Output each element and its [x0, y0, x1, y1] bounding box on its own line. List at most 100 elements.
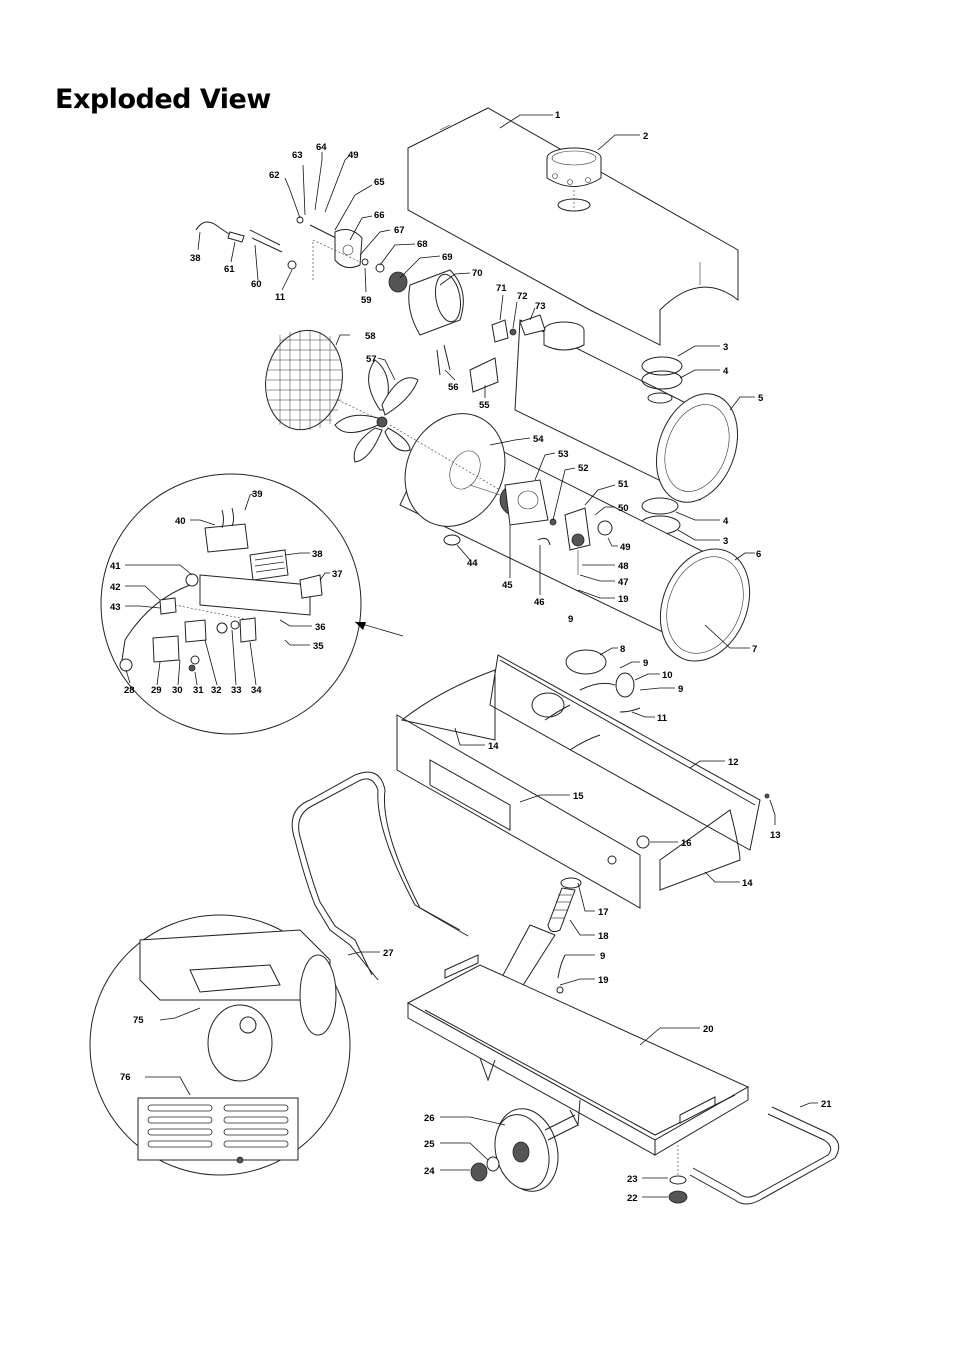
callout-label: 18	[598, 931, 609, 942]
callout-label: 35	[313, 641, 324, 652]
callout-label: 39	[252, 489, 263, 500]
callout-label: 33	[231, 685, 242, 696]
callout-label: 17	[598, 907, 609, 918]
callout-label: 42	[110, 582, 121, 593]
callout-label: 51	[618, 479, 629, 490]
callout-label: 2	[643, 131, 648, 142]
callout-label: 56	[448, 382, 459, 393]
control-detail-circle	[100, 473, 404, 735]
callout-label: 11	[657, 713, 668, 724]
page-title: Exploded View	[55, 84, 271, 115]
callout-label: 43	[110, 602, 121, 613]
combustion-chamber	[514, 319, 739, 535]
callout-label: 59	[361, 295, 372, 306]
callout-label: 15	[573, 791, 584, 802]
callout-label: 22	[627, 1193, 638, 1204]
rear-leg	[689, 1106, 840, 1205]
callout-label: 12	[728, 757, 739, 768]
callout-label: 14	[488, 741, 499, 752]
callout-label: 6	[756, 549, 761, 560]
callout-label: 73	[535, 301, 546, 312]
callout-label: 64	[316, 142, 327, 153]
outer-shell	[399, 413, 751, 662]
callout-label: 68	[417, 239, 428, 250]
callout-label: 11	[275, 292, 286, 303]
callout-labels: 1 2 3 4 5 4 3 6 7 8 9 10 9 11 12 13 14 1…	[110, 110, 832, 1204]
callout-label: 38	[190, 253, 201, 264]
callout-label: 62	[269, 170, 280, 181]
callout-label: 16	[681, 838, 692, 849]
bottom-detail-circle	[89, 914, 351, 1176]
callout-label: 31	[193, 685, 204, 696]
callout-label: 24	[424, 1166, 435, 1177]
callout-label: 29	[151, 685, 162, 696]
tank-base	[406, 954, 750, 1156]
callout-label: 37	[332, 569, 343, 580]
callout-label: 21	[821, 1099, 832, 1110]
callout-label: 66	[374, 210, 385, 221]
callout-label: 9	[600, 951, 605, 962]
callout-label: 5	[758, 393, 764, 404]
callout-label: 67	[394, 225, 405, 236]
callout-label: 38	[312, 549, 323, 560]
callout-label: 50	[618, 503, 629, 514]
callout-label: 30	[172, 685, 183, 696]
callout-label: 28	[124, 685, 135, 696]
callout-label: 19	[598, 975, 609, 986]
callout-label: 52	[578, 463, 589, 474]
leader-lines	[125, 114, 818, 1198]
fan-blade	[334, 359, 419, 463]
callout-label: 13	[770, 830, 781, 841]
callout-label: 61	[224, 264, 235, 275]
fill-neck	[494, 877, 582, 994]
callout-label: 4	[723, 516, 729, 527]
callout-label: 72	[517, 291, 528, 302]
callout-label: 49	[348, 150, 359, 161]
callout-label: 4	[723, 366, 729, 377]
callout-label: 32	[211, 685, 222, 696]
callout-label: 76	[120, 1072, 131, 1083]
callout-label: 69	[442, 252, 453, 263]
callout-label: 20	[703, 1024, 714, 1035]
callout-label: 9	[678, 684, 683, 695]
callout-label: 54	[533, 434, 544, 445]
callout-label: 45	[502, 580, 513, 591]
callout-label: 41	[110, 561, 121, 572]
callout-label: 57	[366, 354, 377, 365]
callout-label: 71	[496, 283, 507, 294]
callout-label: 14	[742, 878, 753, 889]
callout-label: 40	[175, 516, 186, 527]
callout-label: 23	[627, 1174, 638, 1185]
burner-parts	[195, 216, 546, 393]
callout-label: 1	[555, 110, 561, 121]
callout-label: 25	[424, 1139, 435, 1150]
callout-label: 60	[251, 279, 262, 290]
callout-label: 19	[618, 594, 629, 605]
handle	[291, 771, 469, 981]
callout-label: 34	[251, 685, 262, 696]
tank-upper-panels	[396, 649, 770, 909]
callout-label: 36	[315, 622, 326, 633]
wheel-assembly	[470, 1108, 688, 1204]
callout-label: 55	[479, 400, 490, 411]
callout-label: 63	[292, 150, 303, 161]
callout-label: 70	[472, 268, 483, 279]
callout-label: 46	[534, 597, 545, 608]
callout-label: 48	[618, 561, 629, 572]
callout-label: 3	[723, 536, 728, 547]
callout-label: 75	[133, 1015, 144, 1026]
callout-label: 9	[568, 614, 573, 625]
callout-label: 49	[620, 542, 631, 553]
callout-label: 9	[643, 658, 648, 669]
callout-label: 47	[618, 577, 629, 588]
callout-label: 26	[424, 1113, 435, 1124]
callout-label: 7	[752, 644, 757, 655]
motor-assembly	[469, 479, 613, 575]
fan-guard	[265, 329, 501, 491]
callout-label: 8	[620, 644, 625, 655]
callout-label: 27	[383, 948, 394, 959]
top-shroud	[407, 107, 739, 346]
callout-label: 65	[374, 177, 385, 188]
callout-label: 3	[723, 342, 728, 353]
